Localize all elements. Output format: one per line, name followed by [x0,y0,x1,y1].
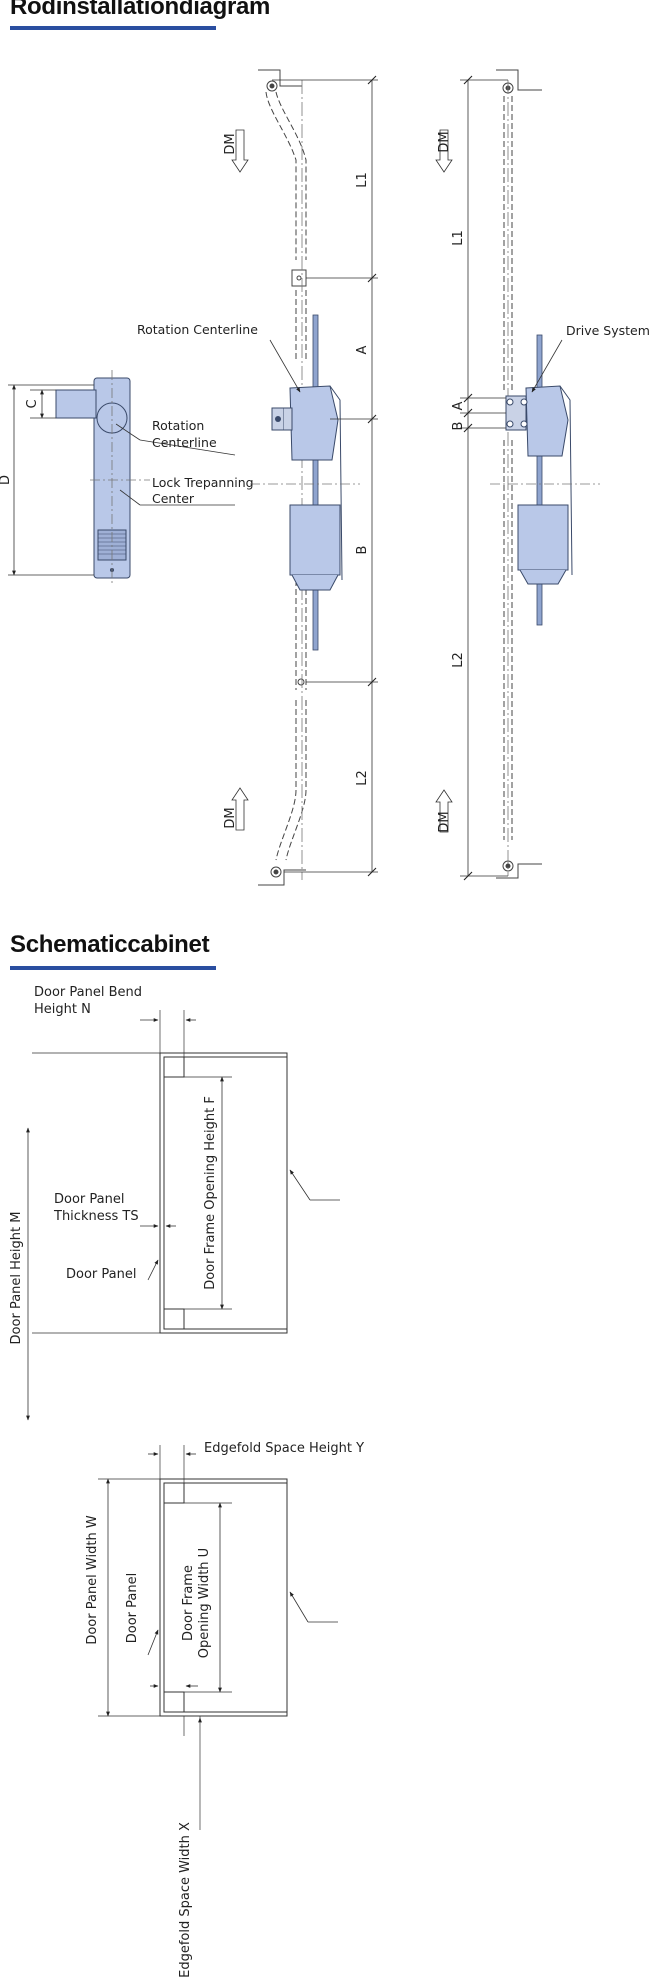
lock-rotation-line1: Rotation [152,418,204,433]
opening-width-line1: Door Frame [181,1565,196,1641]
right-rod-assembly [496,69,542,879]
right-dm-bottom-label: DM [437,811,452,832]
lock-trepan-line1: Lock Trepanning [152,475,254,490]
left-a-label: A [355,345,370,354]
lock-rotation-line2: Centerline [152,435,217,450]
opening-width-line2: Opening Width U [197,1548,212,1658]
left-dm-top-label: DM [223,133,238,154]
panel-width-label: Door Panel Width W [85,1515,100,1644]
left-l2-label: L2 [355,770,370,786]
section-title-underline [10,966,216,970]
lock-annotations [8,370,236,585]
bend-height-line1: Door Panel Bend [34,985,142,1000]
drive-system-label: Drive System [566,323,650,338]
edgefold-width-label: Edgefold Space Width X [178,1822,193,1978]
cabinet-top-drawing [26,1010,340,1421]
edgefold-height-label: Edgefold Space Height Y [204,1441,364,1456]
rotation-centerline-label: Rotation Centerline [137,322,258,337]
left-dm-bottom-label: DM [223,807,238,828]
right-a-label: A [451,401,466,410]
left-b-label: B [355,546,370,555]
lock-side-view [55,377,131,579]
door-panel-label: Door Panel [66,1267,136,1282]
section-title-rod-installation: Rodinstallationdiagram [10,0,271,20]
panel-thickness-line2: Thickness TS [53,1209,139,1224]
left-handle-body [271,314,343,651]
right-handle-body [505,334,573,626]
section-title-schematic-cabinet: Schematiccabinet [10,931,210,958]
left-rod-assembly [258,69,307,886]
section-title-underline [10,26,216,30]
right-b-label: B [451,422,466,431]
lock-c-label: C [25,399,40,408]
frame-opening-height-label: Door Frame Opening Height F [203,1096,218,1290]
bottom-door-panel-label: Door Panel [125,1573,140,1643]
left-annotations [231,75,378,877]
right-l1-label: L1 [451,230,466,246]
panel-thickness-line1: Door Panel [54,1192,124,1207]
panel-height-label: Door Panel Height M [9,1212,24,1345]
lock-d-label: D [0,475,13,485]
right-l2-label: L2 [451,652,466,668]
bend-height-line2: Height N [34,1002,91,1017]
left-l1-label: L1 [355,172,370,188]
right-dm-top-label: DM [437,131,452,152]
lock-trepan-line2: Center [152,491,195,506]
cabinet-bottom-drawing [98,1445,338,1830]
right-annotations [435,75,600,881]
